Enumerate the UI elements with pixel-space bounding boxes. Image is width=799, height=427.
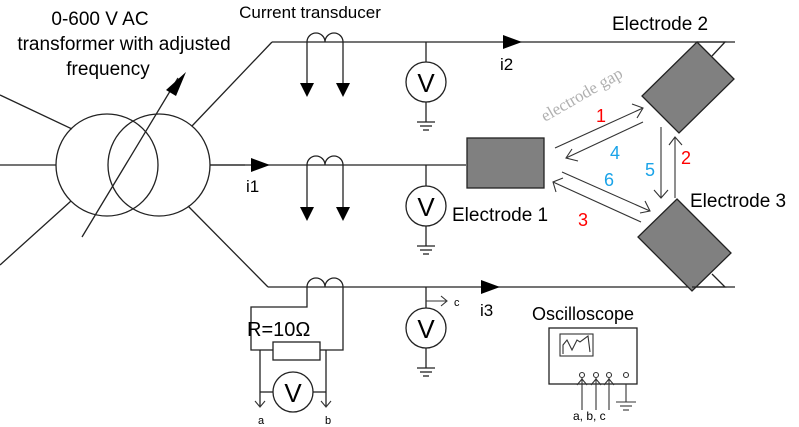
current-transducer-label: Current transducer: [239, 3, 381, 22]
electrode-2-label: Electrode 2: [612, 14, 708, 35]
arc-number-5: 5: [645, 160, 655, 180]
oscilloscope-screen: [559, 333, 594, 357]
current-transducer-icon: [300, 32, 350, 97]
svg-text:V: V: [417, 192, 435, 222]
oscilloscope-label: Oscilloscope: [532, 304, 634, 324]
arc-arrow-6: [561, 171, 651, 212]
current-arrow-i1: [251, 158, 270, 172]
arc-number-6: 6: [604, 170, 614, 190]
electrode-3-label: Electrode 3: [690, 191, 786, 212]
oscilloscope-icon: a, b, c: [548, 327, 638, 423]
current-label-i1: i1: [246, 177, 259, 196]
probe-label-c: c: [454, 297, 460, 309]
waveform-icon: [562, 334, 591, 354]
probe-label-b: b: [325, 415, 331, 427]
arc-arrows: [552, 103, 683, 223]
arc-arrow-1: [554, 107, 644, 149]
current-transducer-icon: [300, 155, 350, 221]
svg-text:V: V: [417, 68, 435, 98]
voltmeter-i2: V: [405, 42, 447, 131]
voltmeter-i1: V: [405, 165, 447, 255]
electrode-2: [641, 41, 735, 134]
svg-text:V: V: [417, 314, 435, 344]
current-arrow-i2: [503, 35, 522, 49]
svg-text:V: V: [284, 378, 302, 408]
current-label-i3: i3: [480, 301, 493, 320]
line-i1: i1 V: [210, 155, 466, 255]
current-label-i2: i2: [500, 55, 513, 74]
arc-arrow-3: [552, 181, 642, 223]
transformer-label-line-2: transformer with adjusted: [17, 34, 230, 55]
arc-number-3: 3: [578, 210, 588, 230]
variable-transformer-icon: [0, 41, 273, 288]
arc-number-4: 4: [610, 143, 620, 163]
arc-numbers: 1 2 3 4 5 6: [578, 106, 691, 230]
resistor-label: R=10Ω: [247, 319, 310, 341]
resistor-icon: [272, 341, 321, 361]
electrode-1: [466, 137, 545, 189]
current-arrow-i3: [481, 280, 500, 294]
electrode-3: [637, 198, 732, 292]
line-i2: i2 V: [272, 32, 735, 131]
transformer-label-line-3: frequency: [66, 59, 150, 80]
current-transducer-with-shunt: R=10Ω V a b: [247, 277, 344, 427]
electrode-1-label: Electrode 1: [452, 205, 548, 226]
transformer-label: 0-600 V AC transformer with adjusted fre…: [17, 9, 230, 80]
probe-label-abc: a, b, c: [573, 409, 606, 423]
voltmeter-i3: c V: [405, 287, 460, 377]
arc-number-2: 2: [681, 148, 691, 168]
arc-number-1: 1: [596, 106, 606, 126]
probe-label-a: a: [258, 415, 265, 427]
voltmeter-shunt: V: [260, 371, 326, 413]
transformer-label-line-1: 0-600 V AC: [51, 9, 148, 30]
line-i3: i3 R=10Ω V a b: [247, 277, 735, 427]
arc-arrow-4: [565, 121, 644, 159]
electrode-gap-label: electrode gap: [538, 63, 626, 125]
